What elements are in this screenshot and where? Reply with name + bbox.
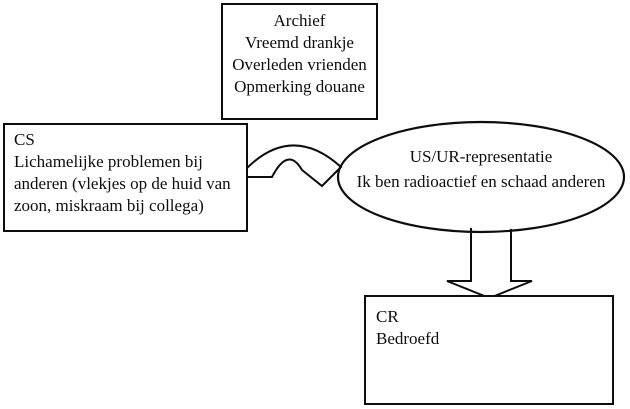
archief-item: Vreemd drankje xyxy=(245,33,354,52)
archief-item: Overleden vrienden xyxy=(232,55,367,74)
cr-label: CR xyxy=(376,307,399,326)
representation-subtitle: Ik ben radioactief en schaad anderen xyxy=(356,172,606,191)
cs-text-line: Lichamelijke problemen bij xyxy=(14,152,203,171)
cs-text-line: zoon, miskraam bij collega) xyxy=(14,196,204,215)
archief-item: Opmerking douane xyxy=(234,77,365,96)
representation-title: US/UR-representatie xyxy=(409,147,553,166)
curved-arrow-icon xyxy=(245,144,343,188)
archief-box: Archief Vreemd drankje Overleden vriende… xyxy=(221,3,378,120)
cs-text-line: anderen (vlekjes op de huid van xyxy=(14,174,231,193)
cs-label: CS xyxy=(14,130,35,149)
cr-box: CR Bedroefd xyxy=(364,295,614,405)
archief-title: Archief xyxy=(273,11,326,30)
cs-box: CS Lichamelijke problemen bij anderen (v… xyxy=(3,123,248,232)
representation-text: US/UR-representatie Ik ben radioactief e… xyxy=(331,144,630,194)
representation-ellipse xyxy=(336,120,626,234)
down-arrow-icon xyxy=(446,228,533,300)
cr-text: Bedroefd xyxy=(376,329,440,348)
